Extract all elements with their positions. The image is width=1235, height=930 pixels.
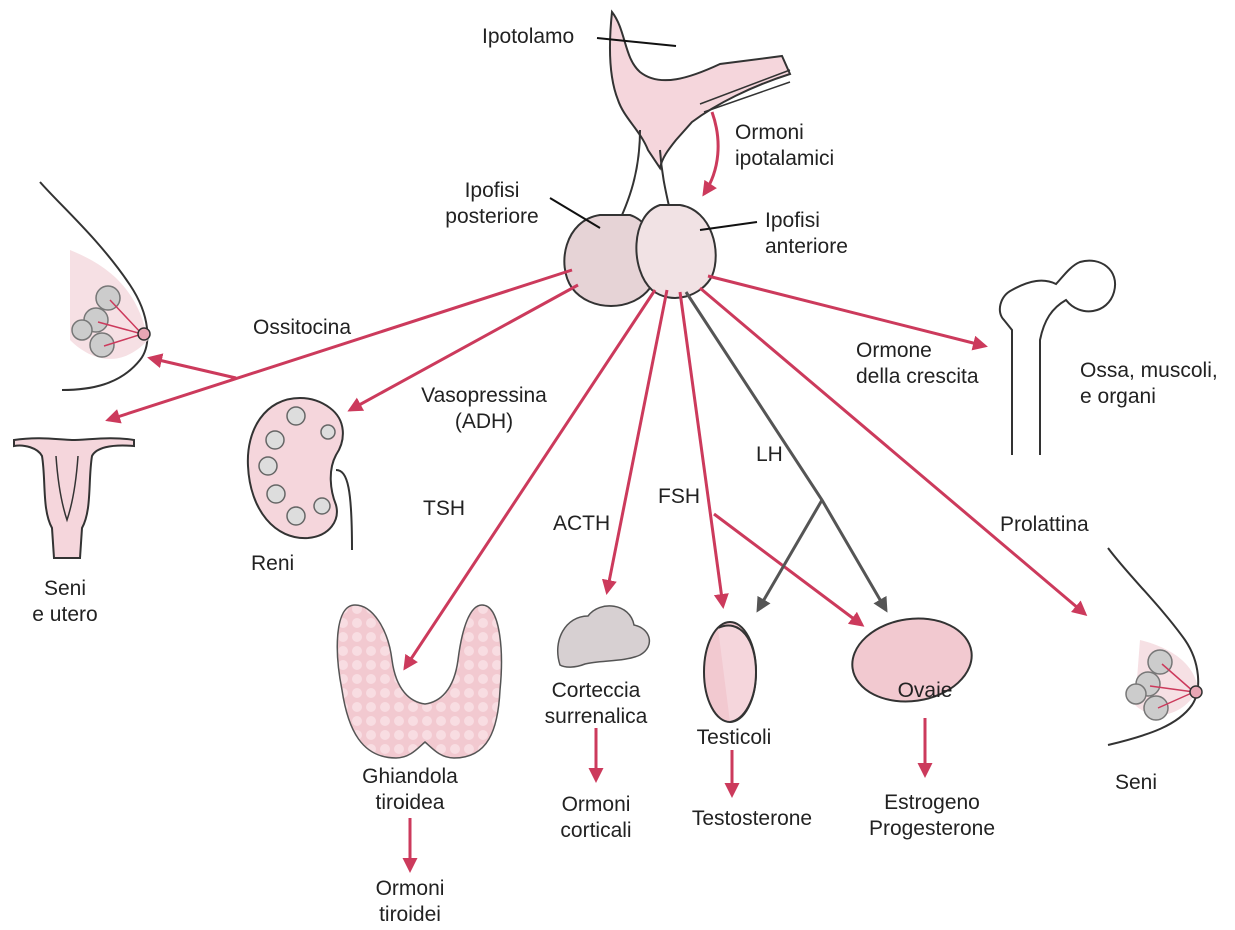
bone-muscle-line-1: Ossa, muscoli, bbox=[1080, 358, 1218, 384]
ovarian-hormones-label: Estrogeno Progesterone bbox=[862, 790, 1002, 842]
bone-muscle-label: Ossa, muscoli, e organi bbox=[1080, 358, 1218, 410]
acth-arrow bbox=[607, 290, 667, 592]
uterus bbox=[14, 438, 134, 558]
fsh-label: FSH bbox=[658, 484, 700, 510]
oxytocin-label: Ossitocina bbox=[253, 315, 351, 341]
growth-hormone-label: Ormone della crescita bbox=[856, 338, 979, 390]
growth-hormone-arrow bbox=[708, 276, 985, 346]
testes-label: Testicoli bbox=[670, 725, 798, 751]
breasts-uterus-label: Seni e utero bbox=[22, 576, 108, 628]
testosterone-label: Testosterone bbox=[688, 806, 816, 832]
thyroid-line-2: tiroidea bbox=[360, 790, 460, 816]
cortical-hormones-line-1: Ormoni bbox=[532, 792, 660, 818]
breasts-uterus-line-2: e utero bbox=[22, 602, 108, 628]
hypothalamic-hormones-label: Ormoni ipotalamici bbox=[735, 120, 834, 172]
testis bbox=[704, 622, 756, 722]
prolactin-label: Prolattina bbox=[1000, 512, 1089, 538]
adrenal-cortex-label: Corteccia surrenalica bbox=[532, 678, 660, 730]
bone-muscle-line-2: e organi bbox=[1080, 384, 1218, 410]
lh-label: LH bbox=[756, 442, 783, 468]
ovarian-hormones-line-1: Estrogeno bbox=[862, 790, 1002, 816]
adrenal-cortex bbox=[558, 606, 650, 667]
growth-hormone-line-1: Ormone bbox=[856, 338, 979, 364]
anterior-pituitary-line-2: anteriore bbox=[765, 234, 848, 260]
posterior-pituitary-line-2: posteriore bbox=[428, 204, 556, 230]
cortical-hormones-label: Ormoni corticali bbox=[532, 792, 660, 844]
breasts-uterus-line-1: Seni bbox=[22, 576, 108, 602]
hypothalamus-label: Ipotolamo bbox=[482, 24, 574, 50]
anterior-pituitary-label: Ipofisi anteriore bbox=[765, 208, 848, 260]
vasopressin-line-1: Vasopressina bbox=[410, 383, 558, 409]
posterior-pituitary-label: Ipofisi posteriore bbox=[428, 178, 556, 230]
breast-left bbox=[40, 182, 150, 390]
growth-hormone-line-2: della crescita bbox=[856, 364, 979, 390]
cortical-hormones-line-2: corticali bbox=[532, 818, 660, 844]
thyroid-hormones-label: Ormoni tiroidei bbox=[346, 876, 474, 928]
hypothalamic-hormones-line-2: ipotalamici bbox=[735, 146, 834, 172]
thyroid-gland bbox=[337, 605, 501, 758]
oxytocin-arrow-breast bbox=[150, 358, 236, 378]
vasopressin-line-2: (ADH) bbox=[410, 409, 558, 435]
breast-right bbox=[1108, 548, 1202, 745]
kidney bbox=[248, 398, 352, 550]
adrenal-cortex-line-2: surrenalica bbox=[532, 704, 660, 730]
hypothalamic-hormones-arrow bbox=[704, 112, 718, 194]
tsh-label: TSH bbox=[423, 496, 465, 522]
acth-label: ACTH bbox=[553, 511, 610, 537]
ovarian-hormones-line-2: Progesterone bbox=[862, 816, 1002, 842]
thyroid-hormones-line-1: Ormoni bbox=[346, 876, 474, 902]
anterior-pituitary-line-1: Ipofisi bbox=[765, 208, 848, 234]
posterior-pituitary-line-1: Ipofisi bbox=[428, 178, 556, 204]
adrenal-cortex-line-1: Corteccia bbox=[532, 678, 660, 704]
thyroid-line-1: Ghiandola bbox=[360, 764, 460, 790]
vasopressin-label: Vasopressina (ADH) bbox=[410, 383, 558, 435]
ovaries-label: Ovaie bbox=[870, 678, 980, 704]
hypothalamic-hormones-line-1: Ormoni bbox=[735, 120, 834, 146]
breasts-label: Seni bbox=[1115, 770, 1157, 796]
thyroid-hormones-line-2: tiroidei bbox=[346, 902, 474, 928]
kidneys-label: Reni bbox=[251, 551, 294, 577]
thyroid-label: Ghiandola tiroidea bbox=[360, 764, 460, 816]
